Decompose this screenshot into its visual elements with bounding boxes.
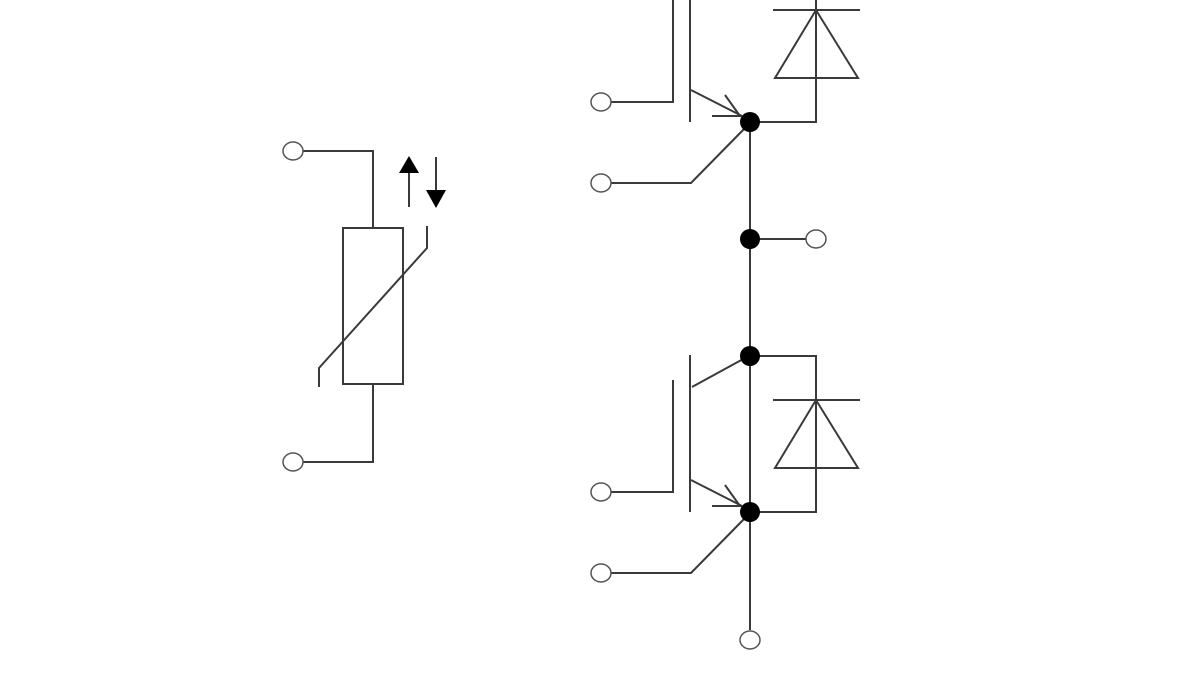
emitter-line	[690, 479, 743, 507]
diode-triangle	[773, 398, 860, 469]
terminal-gate-lower	[590, 482, 612, 502]
junction-node	[740, 502, 760, 522]
gate-wire	[611, 380, 674, 493]
diode-triangle	[773, 8, 860, 79]
arrow-down-icon	[426, 157, 446, 208]
terminal-gate-upper	[590, 92, 612, 112]
thermistor-wire-bottom	[303, 384, 374, 463]
junction-node	[740, 229, 760, 249]
aux-emitter-wire	[611, 517, 746, 574]
collector-line	[691, 357, 746, 388]
thermistor-wire-top	[303, 150, 374, 228]
thermistor-body	[342, 227, 404, 385]
terminal-thermistor-1	[282, 141, 304, 161]
arrow-up-icon	[399, 156, 419, 207]
emitter-arrow-icon	[712, 94, 742, 117]
gate-wire	[611, 0, 674, 103]
emitter-line	[690, 89, 743, 117]
junction-node	[740, 112, 760, 132]
junction-node	[740, 346, 760, 366]
terminal-aux-emitter-lower	[590, 563, 612, 583]
emitter-arrow-icon	[712, 484, 742, 507]
terminal-aux-emitter-upper	[590, 173, 612, 193]
igbt-lower	[590, 355, 860, 583]
terminal-output	[805, 229, 827, 249]
aux-emitter-wire	[611, 127, 746, 184]
terminal-thermistor-2	[282, 452, 304, 472]
thermistor	[282, 141, 446, 472]
igbt-upper	[590, 0, 860, 193]
diode-wire	[750, 0, 817, 123]
terminal-bottom	[739, 630, 761, 650]
thermistor-nonlinear-line	[318, 226, 428, 387]
diode-wire	[750, 355, 817, 513]
